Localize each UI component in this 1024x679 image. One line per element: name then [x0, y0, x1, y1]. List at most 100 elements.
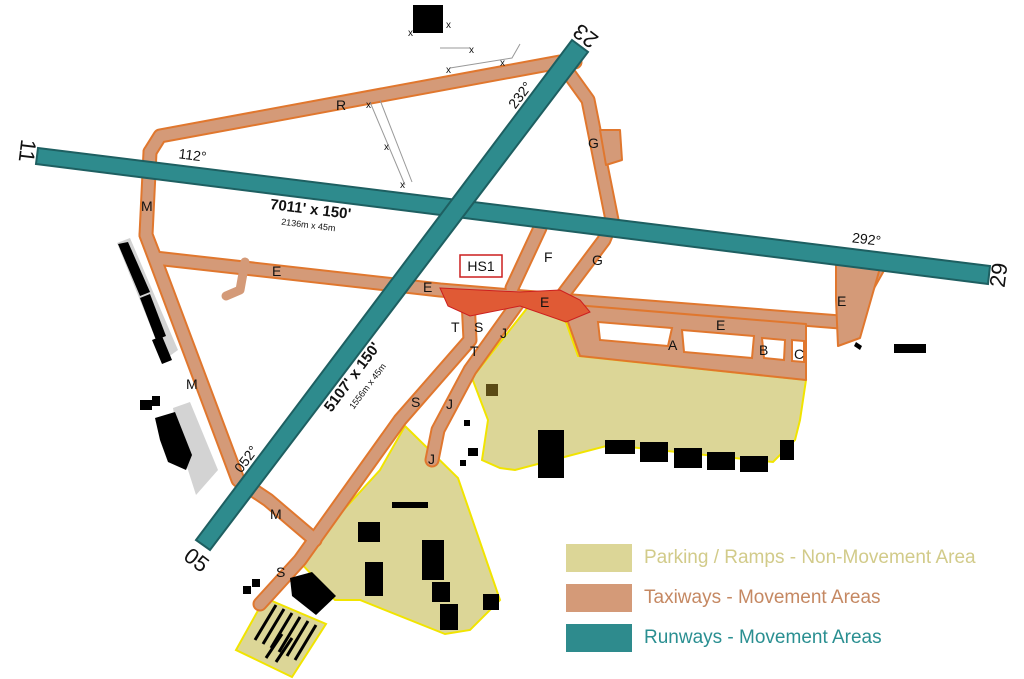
taxiway-label-e-hs: E: [423, 279, 432, 295]
taxiway-label-r: R: [336, 97, 346, 113]
taxiway-j: [426, 294, 526, 466]
closed-x-1: x: [408, 28, 413, 39]
taxiway-label-m-south: M: [270, 506, 282, 522]
legend-item-taxiways: Taxiways - Movement Areas: [566, 584, 881, 612]
taxiway-m: [140, 146, 321, 546]
taxiway-e-stub-west: [221, 257, 250, 301]
taxiway-label-j-3: J: [428, 451, 435, 467]
building-small-t2: [468, 448, 478, 456]
runway-05-23: [194, 38, 590, 552]
taxiway-label-m-mid: M: [186, 376, 198, 392]
building-sw-small-2: [152, 396, 160, 406]
taxiway-g-stub: [599, 129, 623, 166]
taxiway-g: [556, 69, 618, 302]
taxiway-islands: [596, 320, 805, 364]
building-small-t3: [460, 460, 466, 466]
closed-x-7: x: [384, 142, 389, 153]
gray-apron-southwest: [173, 402, 218, 495]
building-apron-4: [707, 452, 735, 470]
building-sw-small-3: [243, 586, 251, 594]
runways: [34, 38, 992, 552]
building-apron-2: [640, 442, 668, 462]
taxiway-label-s-3: S: [276, 564, 285, 580]
building-south-5: [440, 604, 458, 630]
taxiway-label-j-1: J: [500, 325, 507, 341]
taxiway-label-t-2: T: [470, 343, 479, 359]
building-apron-5: [740, 456, 768, 472]
closed-x-2: x: [446, 20, 451, 31]
taxiway-label-s-2: S: [411, 394, 420, 410]
legend-item-ramps: Parking / Ramps - Non-Movement Area: [566, 544, 976, 572]
island-a: [596, 320, 674, 348]
taxiway-f: [506, 222, 546, 294]
building-south-7: [392, 502, 428, 508]
taxiway-label-a: A: [668, 337, 678, 353]
parking-rows: [253, 604, 318, 663]
closed-x-8: x: [400, 180, 405, 191]
legend-swatch-runways: [566, 624, 632, 652]
building-main-terminal: [538, 430, 564, 478]
taxiway-labels: R M M M E E E E E G G F T T S S S J J J …: [141, 97, 846, 580]
taxiway-label-s-1: S: [474, 319, 483, 335]
hotspot-hs1: HS1: [459, 254, 503, 278]
heading-112: 112°: [178, 145, 208, 164]
taxiway-label-e-center: E: [540, 294, 549, 310]
island-b: [760, 336, 787, 362]
taxiway-label-f: F: [544, 249, 553, 265]
taxiway-label-e-west: E: [272, 263, 281, 279]
building-apron-1: [605, 440, 635, 454]
taxiway-label-j-2: J: [446, 396, 453, 412]
building-apron-3: [674, 448, 702, 468]
runway-end-29: 29: [985, 261, 1013, 288]
closed-x-6: x: [366, 100, 371, 111]
legend-label-runways: Runways - Movement Areas: [644, 627, 882, 648]
taxiway-label-g-south: G: [592, 252, 603, 268]
building-ramp-small: [486, 384, 498, 396]
legend-label-ramps: Parking / Ramps - Non-Movement Area: [644, 547, 976, 568]
taxiway-label-t-1: T: [451, 319, 460, 335]
taxiway-label-e-far-east: E: [837, 293, 846, 309]
building-sw-small-1: [140, 400, 152, 410]
building-east-2: [854, 342, 862, 350]
runway-end-11: 11: [14, 138, 42, 164]
building-apron-6: [780, 440, 794, 460]
legend-label-taxiways: Taxiways - Movement Areas: [644, 587, 881, 608]
closed-markers: x x x x x x x x: [366, 20, 505, 191]
building-south-2: [365, 562, 383, 596]
taxiway-label-c: C: [794, 346, 804, 362]
legend-swatch-taxiways: [566, 584, 632, 612]
building-sw-small-4: [252, 579, 260, 587]
heading-292: 292°: [851, 229, 882, 248]
hotspot-area: [439, 287, 591, 323]
building-south-3: [422, 540, 444, 580]
closed-x-5: x: [500, 58, 505, 69]
closed-paths: [369, 43, 521, 186]
legend-item-runways: Runways - Movement Areas: [566, 624, 882, 652]
taxiway-label-b: B: [759, 342, 768, 358]
island-e: [680, 328, 756, 360]
taxiway-label-e-east: E: [716, 317, 725, 333]
buildings: [118, 5, 926, 630]
hotspot-box: [459, 254, 503, 278]
building-south-6: [483, 594, 499, 610]
closed-x-3: x: [469, 45, 474, 56]
building-sw-block: [290, 572, 336, 615]
building-sw-hangar: [155, 412, 192, 470]
taxiway-s: [254, 294, 476, 610]
hotspot-label: HS1: [467, 258, 494, 274]
building-west-3: [152, 336, 172, 364]
building-small-t1: [464, 420, 470, 426]
taxiway-label-m-north: M: [141, 198, 153, 214]
island-c: [791, 338, 805, 364]
building-south-4: [432, 582, 450, 602]
building-south-1: [358, 522, 380, 542]
building-west-1: [118, 242, 150, 296]
building-east-1: [894, 344, 926, 353]
building-north: [413, 5, 443, 33]
runway-11-29: [34, 146, 992, 286]
closed-x-4: x: [446, 65, 451, 76]
taxiway-label-g-north: G: [588, 135, 599, 151]
legend-swatch-ramps: [566, 544, 632, 572]
building-west-2: [140, 294, 166, 340]
